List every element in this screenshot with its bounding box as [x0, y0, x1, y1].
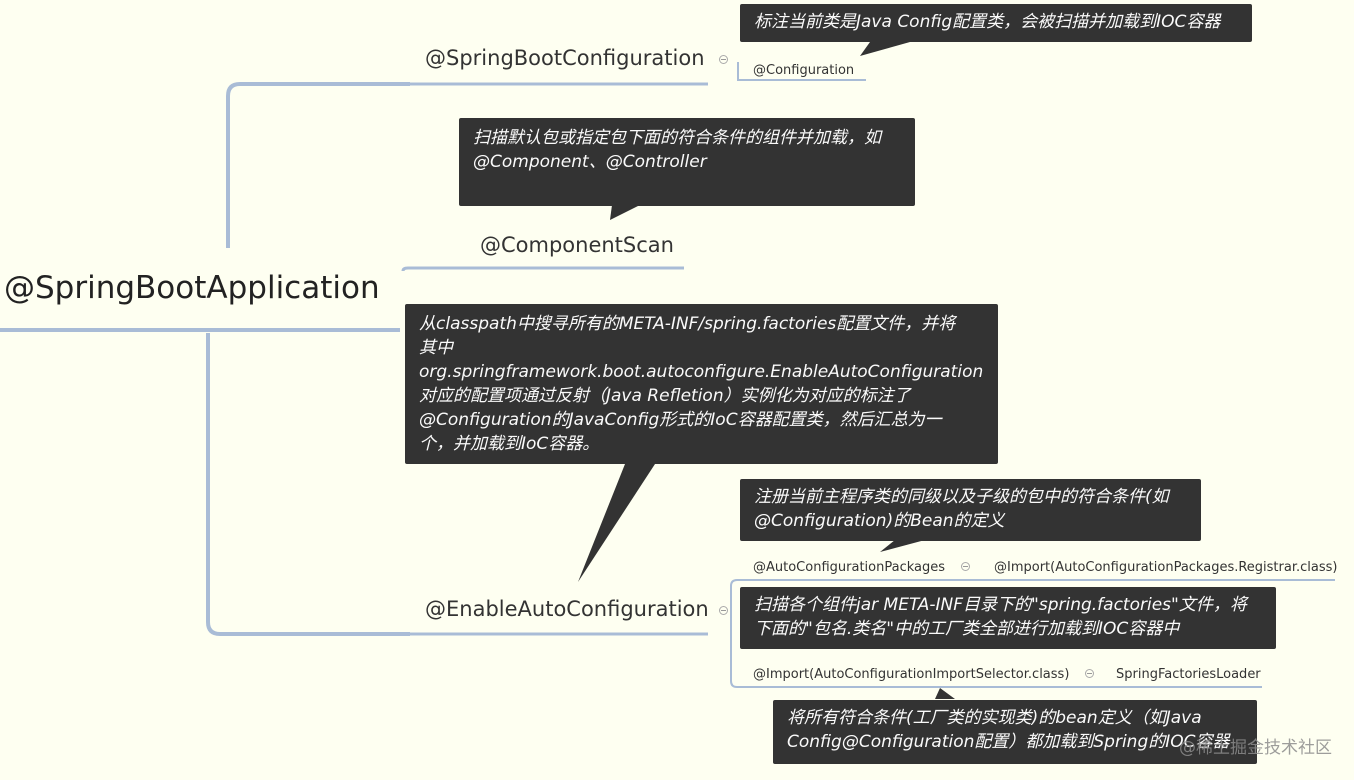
node-springboot-configuration[interactable]: @SpringBootConfiguration [425, 46, 705, 70]
pointer-note-3 [578, 464, 655, 582]
collapse-toggle-icon[interactable] [961, 562, 970, 571]
node-configuration[interactable]: @Configuration [753, 63, 855, 78]
note-spring-factories-loader: 将所有符合条件(工厂类的实现类)的bean定义（如Java Config@Con… [773, 700, 1257, 764]
collapse-toggle-icon[interactable] [719, 55, 728, 64]
node-import-registrar[interactable]: @Import(AutoConfigurationPackages.Regist… [994, 560, 1338, 575]
root-node[interactable]: @SpringBootApplication [4, 270, 380, 306]
connector-component-scan [401, 266, 684, 272]
collapse-toggle-icon[interactable] [1085, 669, 1094, 678]
connector-configuration [737, 62, 866, 81]
collapse-toggle-icon[interactable] [719, 606, 728, 615]
connector-springboot-configuration [226, 82, 410, 248]
pointer-note-6 [935, 688, 955, 699]
node-import-selector[interactable]: @Import(AutoConfigurationImportSelector.… [753, 667, 1070, 682]
note-enable-auto-configuration: 从classpath中搜寻所有的META-INF/spring.factorie… [405, 304, 998, 464]
node-enable-auto-configuration[interactable]: @EnableAutoConfiguration [425, 597, 709, 621]
node-auto-configuration-packages[interactable]: @AutoConfigurationPackages [753, 560, 946, 575]
connector-auto-config-packages [730, 579, 1335, 634]
node-spring-factories-loader[interactable]: SpringFactoriesLoader [1116, 667, 1261, 682]
node-component-scan[interactable]: @ComponentScan [480, 233, 674, 257]
watermark: @稀土掘金技术社区 [1179, 738, 1332, 758]
note-springboot-configuration: 标注当前类是Java Config配置类，会被扫描并加载到IOC容器 [740, 4, 1252, 42]
note-import-selector: 扫描各个组件jar META-INF目录下的"spring.factories"… [740, 587, 1276, 649]
pointer-note-4 [880, 540, 925, 552]
connector-import-selector [730, 634, 1262, 688]
note-component-scan: 扫描默认包或指定包下面的符合条件的组件并加载，如 @Component、@Con… [459, 118, 915, 206]
pointer-note-2 [610, 205, 640, 220]
pointer-note-1 [860, 42, 910, 56]
note-auto-configuration-packages: 注册当前主程序类的同级以及子级的包中的符合条件(如 @Configuration… [740, 479, 1201, 541]
connector-enable-auto-configuration [206, 333, 410, 636]
